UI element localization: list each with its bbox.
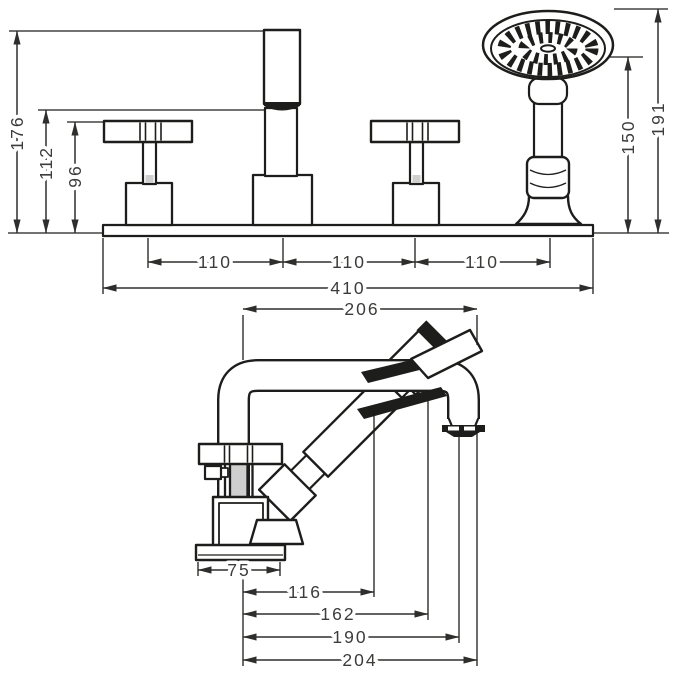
hand-shower-front	[481, 9, 615, 226]
shower-holder-flare	[514, 194, 583, 226]
shower-holder-collar	[525, 155, 571, 200]
dim-overall-depth: 204	[242, 647, 478, 674]
dim-label-base-width: 75	[227, 560, 250, 580]
dim-total-width: 410	[102, 275, 594, 302]
spout-aerator	[442, 417, 485, 437]
dim-label-total-width: 410	[330, 278, 365, 298]
front-base-plate	[101, 223, 595, 238]
dim-label-overall-depth: 204	[342, 650, 377, 670]
dim-label-shower-total-height: 191	[648, 101, 668, 136]
dim-shower-holder-offset: 116	[242, 579, 375, 606]
dim-label-spout-bend-offset: 162	[320, 604, 355, 624]
lever-handle-side	[409, 328, 484, 380]
dim-spout-bend-offset: 162	[242, 601, 429, 628]
cross-handle-right	[369, 119, 461, 227]
dim-label-outlet-offset: 190	[332, 627, 367, 647]
dim-label-shower-height: 150	[618, 119, 638, 154]
shower-neck-nut	[527, 76, 569, 106]
dim-hole-spacing-3: 110	[414, 249, 551, 276]
dim-handle-height: 96	[62, 121, 89, 234]
cross-handle-left	[102, 119, 194, 227]
dim-label-shower-holder-offset: 116	[288, 582, 322, 602]
shower-nozzle-ring-inner	[518, 32, 578, 65]
dim-label-hole-spacing-1: 110	[198, 252, 232, 272]
dim-label-spout-height: 112	[36, 146, 56, 180]
dim-label-handle-height: 96	[65, 164, 85, 187]
side-extension-lines	[197, 315, 478, 666]
shower-head	[481, 9, 615, 81]
dim-spout-height: 112	[33, 109, 60, 234]
mixer-lever-column	[251, 28, 314, 227]
dim-spout-reach: 206	[242, 296, 478, 323]
dim-total-height: 176	[4, 30, 31, 234]
shower-nozzle-ring-outer	[497, 21, 599, 76]
dim-label-total-height: 176	[7, 115, 27, 150]
shower-handle-front	[532, 98, 564, 161]
dim-label-spout-reach: 206	[344, 299, 379, 319]
side-base-plate	[194, 543, 287, 562]
front-view: 176 112 96 150 191 11	[4, 8, 672, 302]
side-view: 206 75 116 162 190 204	[194, 296, 485, 674]
dim-shower-total-height: 191	[645, 8, 672, 234]
dim-base-width: 75	[197, 557, 281, 584]
dim-outlet-offset: 190	[242, 624, 460, 651]
dim-shower-height: 150	[615, 56, 642, 234]
shower-face-shading	[357, 387, 447, 419]
spout-tube	[217, 359, 480, 500]
dim-hole-spacing-2: 110	[282, 249, 416, 276]
dim-label-hole-spacing-2: 110	[332, 252, 366, 272]
shower-holder-foot	[248, 518, 305, 546]
dim-label-hole-spacing-3: 110	[465, 252, 499, 272]
dim-hole-spacing-1: 110	[147, 249, 284, 276]
